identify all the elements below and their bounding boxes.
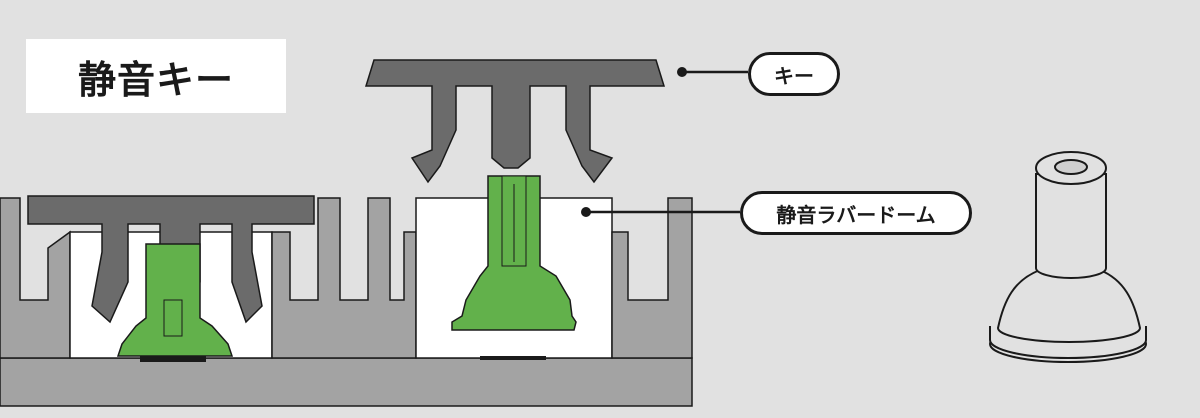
right-frame xyxy=(611,197,693,359)
title-box: 静音キー xyxy=(26,39,286,113)
diagram-title: 静音キー xyxy=(77,57,234,102)
base-plate xyxy=(0,357,693,407)
dome-leader-dot xyxy=(581,207,591,217)
key-leader-dot xyxy=(677,67,687,77)
rubber-dome-part xyxy=(451,175,577,360)
key-label: キー xyxy=(748,52,840,96)
left-frame-tooth xyxy=(0,197,71,359)
key-part xyxy=(364,59,666,184)
rubber-dome-3d-illustration xyxy=(989,151,1147,363)
compressed-dome xyxy=(116,243,234,362)
dome-label: 静音ラバードーム xyxy=(740,191,972,235)
